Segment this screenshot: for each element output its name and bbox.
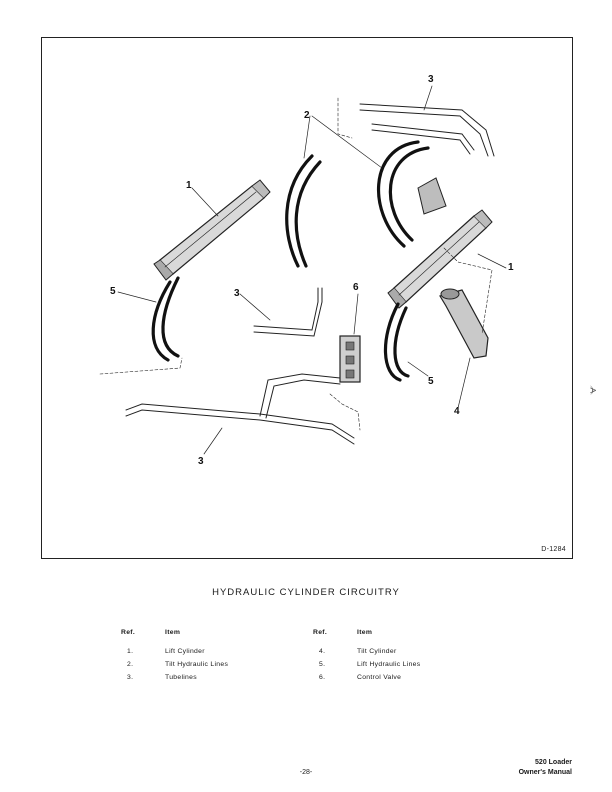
left-lift-cylinder xyxy=(153,179,271,281)
footer-model: 520 Loader xyxy=(535,759,572,766)
ref-header: Ref. xyxy=(121,629,136,636)
right-lift-cylinder xyxy=(387,209,493,309)
control-valve xyxy=(339,335,361,383)
footer-manual: Owner's Manual xyxy=(518,769,572,776)
item-cell: Tubelines xyxy=(165,674,197,681)
dashed-guides xyxy=(99,97,493,431)
callout-3-top: 3 xyxy=(428,74,434,85)
callout-1-right: 1 xyxy=(508,262,514,273)
table-row: 3. Tubelines xyxy=(121,674,228,687)
page-number: -28- xyxy=(299,769,313,776)
hydraulic-diagram: 1 2 3 1 5 3 6 5 4 3 xyxy=(99,74,514,467)
figure-caption: HYDRAULIC CYLINDER CIRCUITRY xyxy=(212,587,400,598)
tilt-cylinder xyxy=(439,288,489,359)
callout-3-middle: 3 xyxy=(234,288,240,299)
ref-cell: 6. xyxy=(319,674,326,681)
table-row: 1. Lift Cylinder xyxy=(121,648,228,661)
item-header: Item xyxy=(357,629,373,636)
tubelines xyxy=(125,103,495,445)
leader-lines xyxy=(117,85,507,455)
table-row: 2. Tilt Hydraulic Lines xyxy=(121,661,228,674)
item-cell: Lift Cylinder xyxy=(165,648,205,655)
callout-4: 4 xyxy=(454,406,460,417)
parts-table-left: Ref. Item 1. Lift Cylinder 2. Tilt Hydra… xyxy=(121,629,228,687)
ref-cell: 4. xyxy=(319,648,326,655)
table-row: 4. Tilt Cylinder xyxy=(313,648,420,661)
item-header: Item xyxy=(165,629,181,636)
item-cell: Tilt Hydraulic Lines xyxy=(165,661,229,668)
callout-5-right: 5 xyxy=(428,376,434,387)
figure-code: D-1284 xyxy=(541,546,566,553)
ref-cell: 5. xyxy=(319,661,326,668)
callout-2: 2 xyxy=(304,110,310,121)
hydraulic-hoses xyxy=(151,140,430,382)
diagram-frame: 1 2 3 1 5 3 6 5 4 3 D-1284 xyxy=(41,37,573,559)
bracket-part xyxy=(417,177,447,215)
ref-cell: 1. xyxy=(127,648,134,655)
callout-1-left: 1 xyxy=(186,180,192,191)
table-row: 5. Lift Hydraulic Lines xyxy=(313,661,420,674)
table-header-row: Ref. Item xyxy=(121,629,228,648)
ref-cell: 3. xyxy=(127,674,134,681)
parts-table-right: Ref. Item 4. Tilt Cylinder 5. Lift Hydra… xyxy=(313,629,420,687)
margin-mark: ⦔ xyxy=(590,384,597,396)
item-cell: Tilt Cylinder xyxy=(357,648,397,655)
table-row: 6. Control Valve xyxy=(313,674,420,687)
callout-6: 6 xyxy=(353,282,359,293)
item-cell: Lift Hydraulic Lines xyxy=(357,661,421,668)
ref-header: Ref. xyxy=(313,629,328,636)
callout-labels: 1 2 3 1 5 3 6 5 4 3 xyxy=(110,74,514,467)
callout-5-left: 5 xyxy=(110,286,116,297)
callout-3-bottom: 3 xyxy=(198,456,204,467)
ref-cell: 2. xyxy=(127,661,134,668)
footer-title: 520 Loader Owner's Manual xyxy=(519,758,572,778)
item-cell: Control Valve xyxy=(357,674,402,681)
table-header-row: Ref. Item xyxy=(313,629,420,648)
